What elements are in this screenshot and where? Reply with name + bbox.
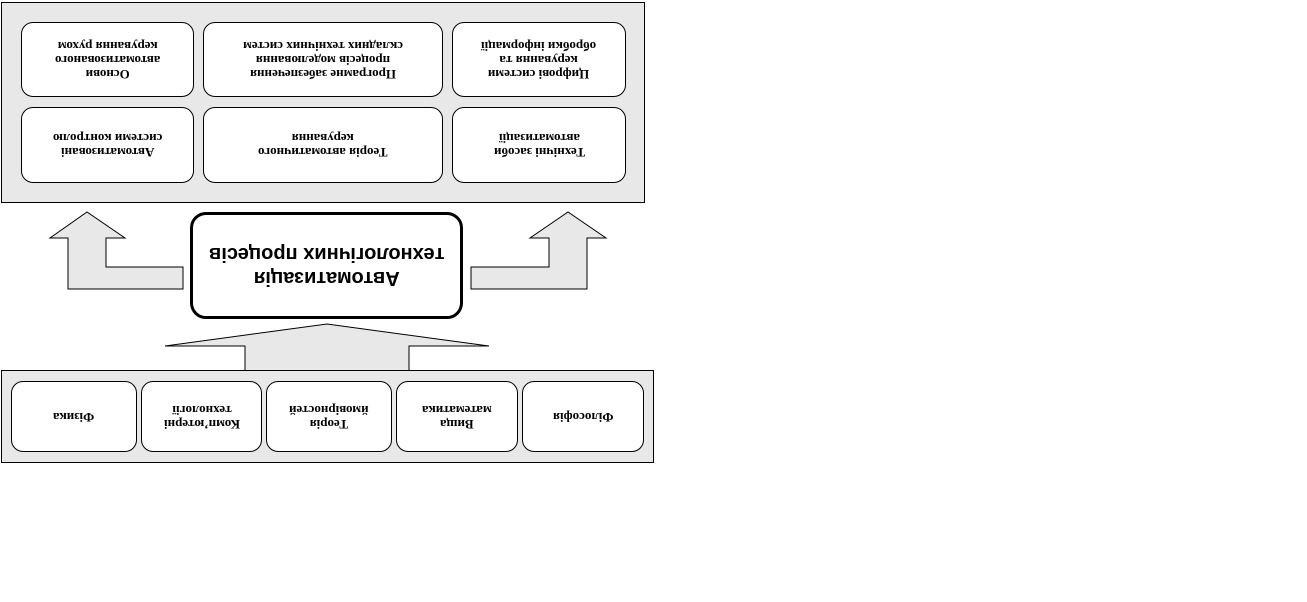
right-arrow	[470, 211, 608, 290]
bottom-box-3: Теорія ймовірностей	[266, 381, 392, 452]
left-arrow	[48, 211, 184, 290]
bottom-box-3-label: Теорія ймовірностей	[289, 402, 369, 432]
bottom-box-4: Вища математика	[396, 381, 518, 452]
bottom-box-4-label: Вища математика	[422, 402, 492, 432]
bottom-box-2: Комп’ютерні технології	[141, 381, 262, 452]
bottom-box-2-label: Комп’ютерні технології	[163, 402, 240, 432]
top-box-1: Основи автоматизованого керування рухом	[21, 22, 194, 97]
center-label: Автоматизація технологічних процесів	[208, 242, 445, 289]
top-box-4: Автоматизовані системи контролю	[21, 107, 194, 183]
bottom-box-5-label: Філософія	[552, 409, 614, 425]
bottom-arrow	[164, 323, 490, 372]
bottom-box-5: Філософія	[522, 381, 644, 452]
center-box: Автоматизація технологічних процесів	[190, 212, 463, 319]
bottom-box-1: Фізика	[11, 381, 137, 452]
top-box-5: Теорія автоматичного керування	[203, 107, 443, 183]
top-box-3: Цифрові системи керування та обробки інф…	[452, 22, 626, 97]
bottom-box-1-label: Фізика	[53, 409, 95, 425]
top-box-6: Технічні засоби автоматизації	[452, 107, 626, 183]
top-box-2: Програмне забезпечення процесів моделюва…	[203, 22, 443, 97]
